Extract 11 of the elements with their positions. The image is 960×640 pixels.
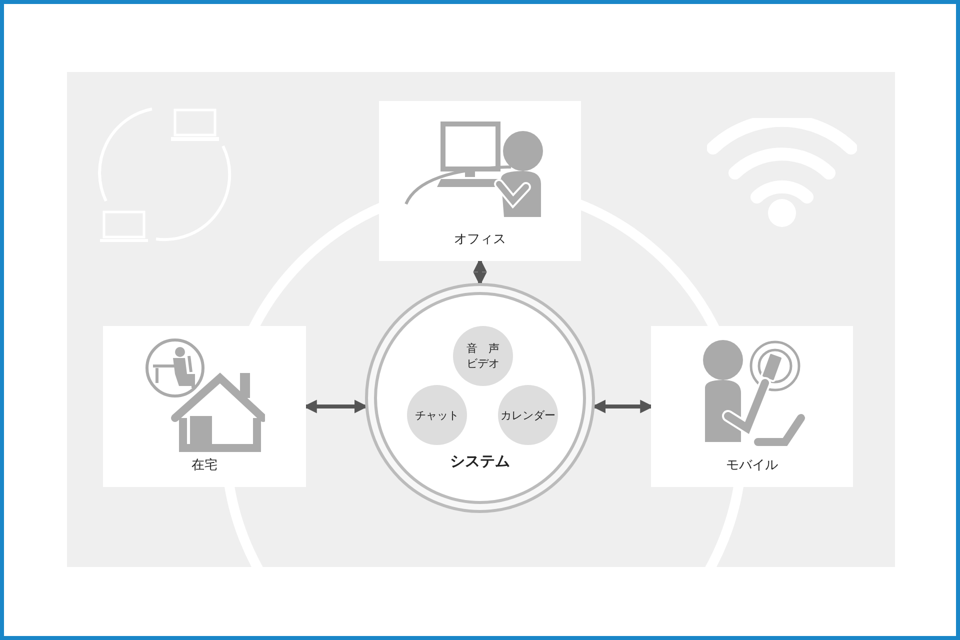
location-label: オフィス (454, 230, 506, 248)
feature-label: チャット (415, 408, 459, 422)
location-card (379, 101, 581, 261)
location-card (103, 326, 306, 487)
location-label: 在宅 (192, 456, 218, 474)
location-card (651, 326, 853, 487)
location-label: モバイル (726, 456, 778, 474)
feature-label: ビデオ (466, 356, 500, 371)
feature-label: カレンダー (500, 408, 556, 422)
feature-label: 音 声 (466, 341, 500, 356)
system-label: システム (450, 451, 510, 472)
